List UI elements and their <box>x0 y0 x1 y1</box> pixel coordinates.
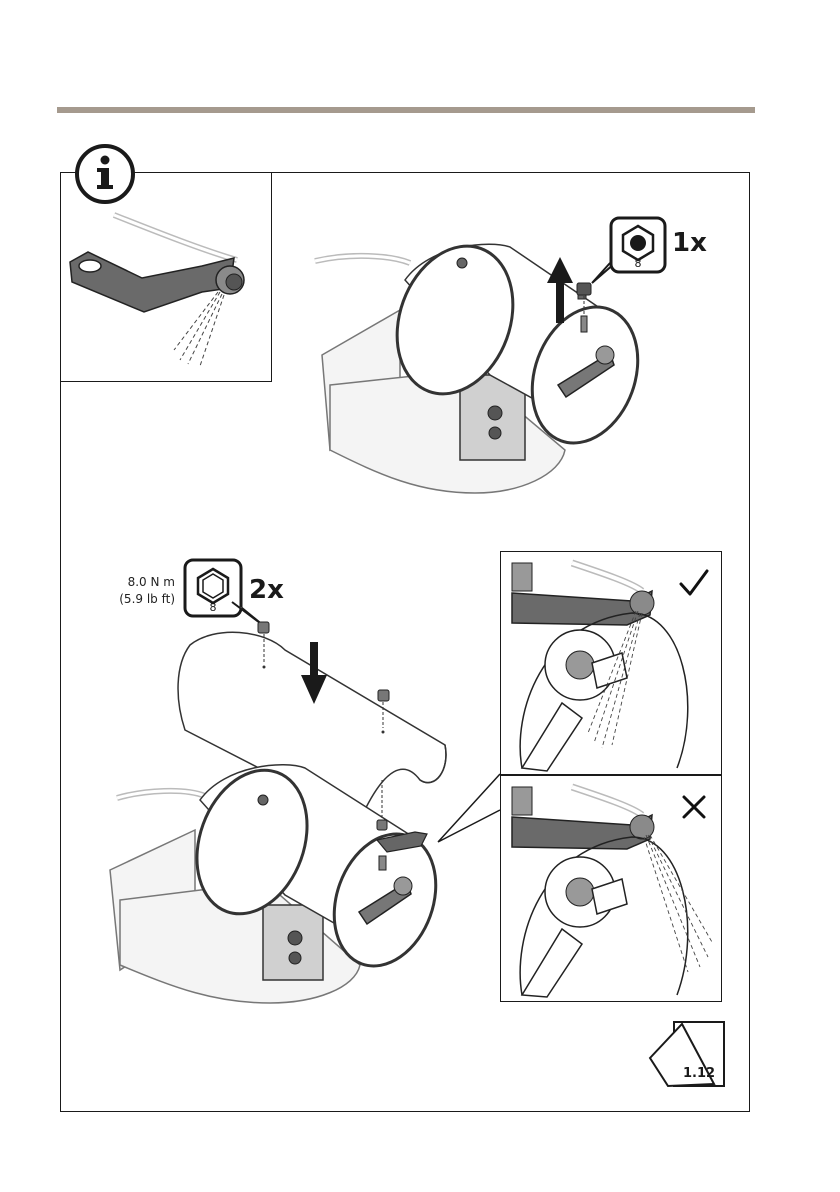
camera-housing-install-illustration <box>105 620 465 1005</box>
torque-imperial: (5.9 lb ft) <box>80 591 175 608</box>
spray-bracket-illustration <box>62 200 268 380</box>
detail-divider <box>500 774 722 776</box>
tool-size-label: 8 <box>618 257 658 270</box>
torque-metric: 8.0 N m <box>80 574 175 591</box>
screw-count-remove: 1x <box>672 228 707 258</box>
cross-icon <box>681 794 707 820</box>
checkmark-icon <box>678 568 710 598</box>
header-rule <box>57 107 755 113</box>
torque-spec: 8.0 N m (5.9 lb ft) <box>80 574 175 608</box>
screw-part-icon <box>576 282 592 334</box>
tool-size-label: 8 <box>193 601 233 614</box>
detail-callout-pointer <box>430 770 505 850</box>
arrow-up-icon <box>545 255 575 325</box>
page-ref-label: 1.12 <box>683 1066 715 1081</box>
